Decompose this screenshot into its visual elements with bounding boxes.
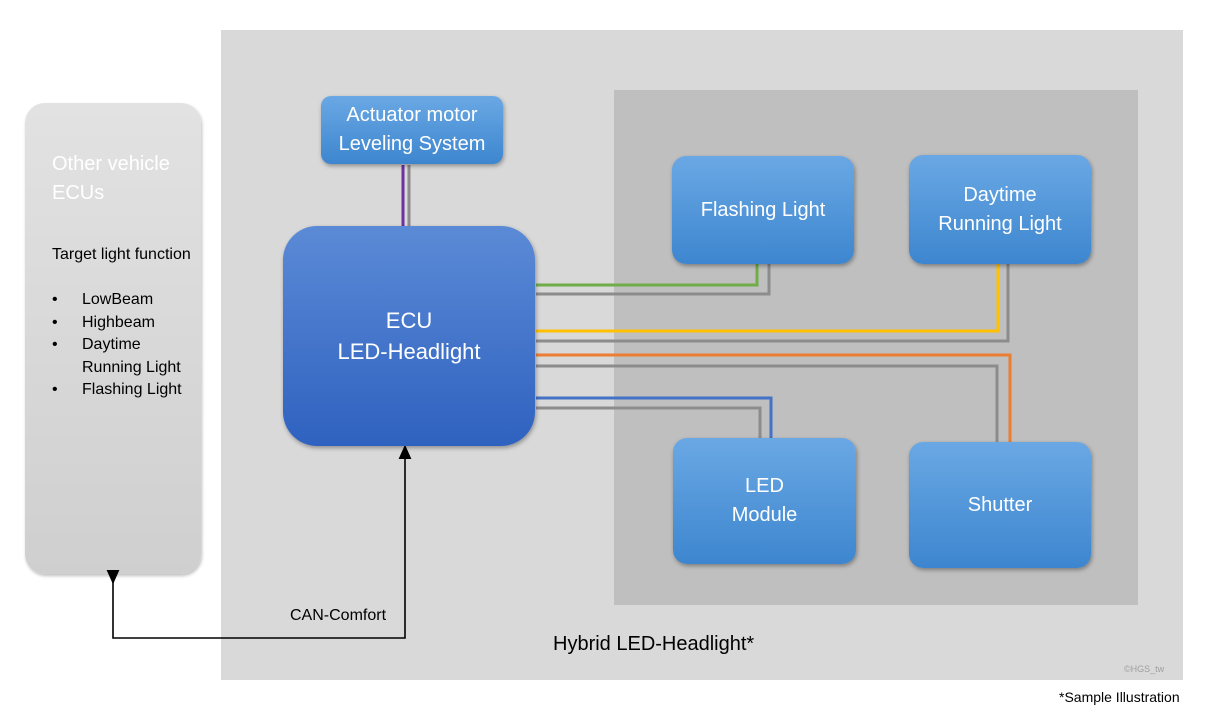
ecu-led-headlight-box: ECU LED-Headlight <box>283 226 535 446</box>
copyright-label: ©HGS_tw <box>1124 664 1165 674</box>
shutter-wire-gray <box>536 364 999 442</box>
light-function-list: LowBeam Highbeam Daytime Running Light F… <box>52 289 192 402</box>
shutter-wire-orange <box>536 353 1012 442</box>
actuator-motor-label: Actuator motor Leveling System <box>338 104 486 155</box>
led-module-box: LED Module <box>673 438 856 564</box>
led-headlight-label: LED-Headlight <box>337 339 481 364</box>
footnote-label: *Sample Illustration <box>1059 689 1180 705</box>
flashing-wire-green <box>536 264 759 287</box>
actuator-motor-box: Actuator motor Leveling System <box>321 96 503 164</box>
led-module-label: LED Module <box>731 475 798 526</box>
ecu-label: ECU <box>385 308 433 333</box>
flashing-light-box: Flashing Light <box>672 156 854 264</box>
function-item-highbeam: Highbeam <box>52 312 192 335</box>
can-bus-line <box>106 444 412 639</box>
drl-wire-yellow <box>536 264 1000 333</box>
shutter-label: Shutter <box>967 493 1033 516</box>
flashing-wire-gray <box>536 264 771 296</box>
led-wire-gray <box>536 406 762 438</box>
function-item-lowbeam: LowBeam <box>52 289 192 312</box>
flashing-light-label: Flashing Light <box>700 198 826 221</box>
other-ecus-title: Other vehicle ECUs <box>52 153 170 204</box>
function-item-daytime-running-light: Daytime Running Light <box>52 334 192 379</box>
daytime-running-light-label: Daytime Running Light <box>938 183 1062 235</box>
target-light-function-label: Target light function <box>52 246 191 263</box>
shutter-box: Shutter <box>909 442 1091 568</box>
daytime-running-light-box: Daytime Running Light <box>909 155 1091 264</box>
drl-wire-gray <box>536 264 1010 343</box>
hybrid-led-headlight-label: Hybrid LED-Headlight* <box>553 633 755 655</box>
led-wire-blue <box>536 396 773 438</box>
can-comfort-label: CAN-Comfort <box>290 607 387 624</box>
function-item-flashing-light: Flashing Light <box>52 379 192 402</box>
